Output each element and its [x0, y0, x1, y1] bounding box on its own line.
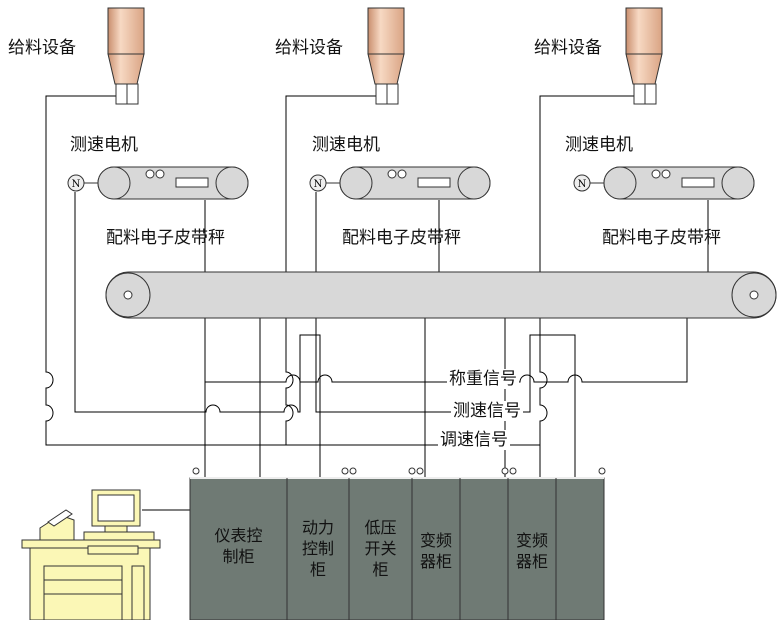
main-conveyor-belt: [105, 271, 777, 319]
speed-control-signal-label: 调速信号: [438, 430, 510, 450]
feeder-1: [67, 7, 249, 200]
motor-3-label: 测速电机: [565, 135, 633, 155]
cabinet-power-label: 动力 控制 柜: [301, 518, 334, 579]
belt-scale-1: [97, 166, 249, 200]
cabinet-lowvoltage-label: 低压 开关 柜: [364, 518, 397, 579]
speed-motor-2: [309, 174, 340, 192]
speed-motor-3: [573, 174, 604, 192]
scale-2-label: 配料电子皮带秤: [342, 228, 461, 248]
belt-scale-3: [603, 166, 755, 200]
scale-3-label: 配料电子皮带秤: [602, 228, 721, 248]
scale-1-label: 配料电子皮带秤: [106, 228, 225, 248]
signal-wiring: [45, 95, 709, 511]
speed-motor-1: [67, 174, 98, 192]
hopper-1: [107, 7, 145, 105]
feeder-1-label: 给料设备: [8, 38, 76, 58]
hopper-3: [625, 7, 663, 105]
motor-symbol-2: N: [314, 179, 323, 190]
control-cabinets: [189, 467, 606, 621]
computer-station: [21, 489, 161, 621]
speed-measure-signal-label: 测速信号: [451, 401, 523, 421]
motor-symbol-1: N: [72, 179, 81, 190]
cabinet-vfd-1-label: 变频 器柜: [419, 531, 452, 571]
feeder-3-label: 给料设备: [534, 38, 602, 58]
belt-scale-2: [339, 166, 491, 200]
motor-symbol-3: N: [578, 179, 587, 190]
feeder-2: [309, 7, 491, 200]
motor-2-label: 测速电机: [312, 135, 380, 155]
hopper-2: [367, 7, 405, 105]
motor-1-label: 测速电机: [70, 135, 138, 155]
feeder-3: [573, 7, 755, 200]
feeder-2-label: 给料设备: [275, 38, 343, 58]
cabinet-vfd-2-label: 变频 器柜: [515, 531, 548, 571]
cabinet-instrument-label: 仪表控 制柜: [214, 526, 263, 566]
weighing-signal-label: 称重信号: [447, 369, 519, 389]
